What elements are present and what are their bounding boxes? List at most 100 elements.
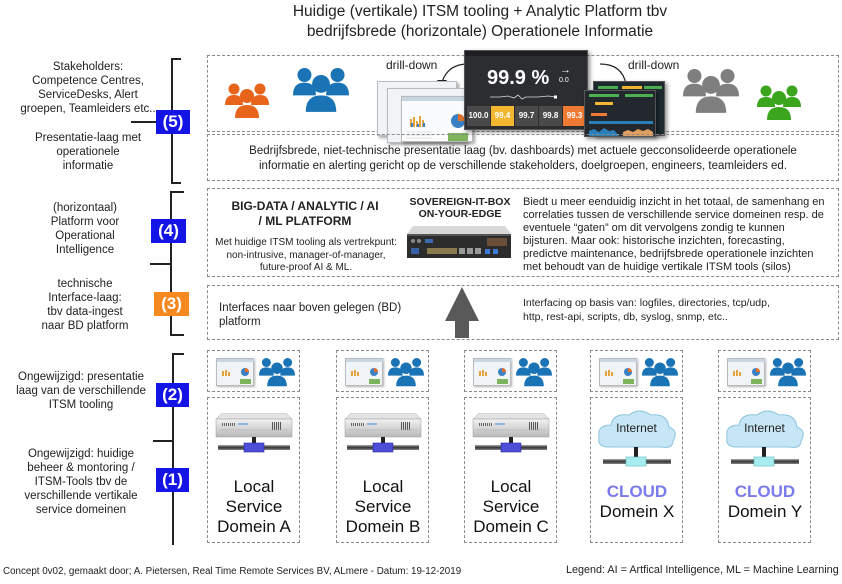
drilldown-dashboard-front [584,90,656,137]
text-line: met behoudt van de huidige vertikale ITS… [523,261,791,273]
layer1-badge: (1) [156,468,189,492]
text-line: / ML PLATFORM [258,214,352,228]
presentation-tooling-box [207,350,300,392]
text-line: non-intrusive, manager-of-manager, [226,249,386,261]
platform-benefits: Biedt u meer eenduidig inzicht in het to… [523,196,839,274]
layer5-stakeholders-label: Stakeholders: Competence Centres, Servic… [8,60,168,116]
text-line: Intelligence [55,244,115,256]
footer-credits: Concept 0v02, gemaakt door; A. Pietersen… [3,566,462,577]
internet-cloud-icon [598,410,676,467]
text-line: Domein A [217,517,291,536]
text-line: Service [354,497,412,516]
dashboard-header-bar [465,51,587,56]
tooling-dashboard-thumbnail [473,358,512,386]
presentation-tooling-box [464,350,557,392]
text-line: Service [225,497,283,516]
text-line: Platform voor [50,216,120,228]
text-line: service domeinen [35,504,127,516]
text-line: future-proof AI & ML. [259,262,353,273]
bracket-layer5-tick [131,121,171,123]
layer1-label: Ongewijzigd: huidige beheer & montoring … [2,447,160,517]
dashboard-tile: 99.4 [491,106,514,126]
text-line: Interface-laag: [48,292,122,304]
text-line: naar BD platform [41,320,129,332]
text-line: informatie [62,160,114,172]
user-group-icon [388,358,424,387]
text-line: http, rest-api, scripts, db, syslog, snm… [523,311,728,323]
text-line: Domein Y [727,502,803,521]
text-line: Ongewijzigd: huidige [27,448,135,460]
cloud-label-internet: Internet [616,421,657,435]
user-group-icon [516,358,552,387]
user-group-icon-blue [293,68,349,112]
layer5-description-panel [207,134,839,181]
interfacing-protocols: Interfacing op basis van: logfiles, dire… [523,296,833,324]
text-line: laag van de verschillende [16,385,146,397]
internet-cloud-icon [726,410,804,467]
server-network-icon [472,413,550,453]
diagram-title: Huidige (vertikale) ITSM tooling + Analy… [230,2,730,42]
text-line: tbv data-ingest [47,306,123,318]
layer2-badge: (2) [156,383,189,407]
text-line: Met huidige ITSM tooling als vertrekpunt… [215,237,397,248]
main-dashboard-screenshot: 99.9 % → 0.0 100.0 99.4 99.7 99.8 99.3 [464,50,588,130]
text-line: Local [233,477,275,496]
layer3-label: technische Interface-laag: tbv data-inge… [10,277,160,333]
text-line: BIG-DATA / ANALYTIC / AI [231,199,379,213]
text-line: eventuele “gaten” om dit vervolgens zond… [523,222,785,234]
layer3-badge: (3) [154,292,189,316]
text-line: correlaties tussen de verschillende serv… [523,209,824,221]
server-network-icon [344,413,422,453]
text-line: Biedt u meer eenduidig inzicht in het to… [523,196,825,208]
tooling-dashboard-thumbnail [599,358,638,386]
drill-down-label-right: drill-down [628,58,680,72]
text-line: platform [219,316,261,328]
platform-description: Met huidige ITSM tooling als vertrekpunt… [214,237,398,275]
text-line: verschillende vertikale [24,490,138,502]
server-network-icon [215,413,293,453]
dashboard-charts-thumbnail [402,97,474,141]
bracket-layer4-3-tick [150,263,170,265]
text-line: groepen, Teamleiders etc.. [20,103,156,115]
layer5-description: Bedrijfsbrede, niet-technische presentat… [210,144,836,174]
layer2-label: Ongewijzigd: presentatie laag van de ver… [2,370,160,412]
edge-appliance-image [407,226,511,258]
presentation-tooling-box [718,350,811,392]
layer4-platform-panel [207,188,839,277]
dashboard-tile: 99.8 [539,106,562,126]
text-line: ITSM tooling [48,399,114,411]
user-group-icon-gray [683,69,739,113]
bracket-layer2-top [172,353,184,355]
footer-legend: Legend: AI = Artfical Intelligence, ML =… [566,564,839,576]
text-line: beheer & montoring / [27,462,135,474]
text-line: Domein C [473,517,549,536]
dashboard-tile: 99.7 [515,106,538,126]
text-line: SOVEREIGN-IT-BOX [409,196,511,208]
text-line: Local [490,477,532,496]
bracket-layer2-1 [172,353,174,545]
trend-arrow-icon: → [560,64,571,76]
text-line: Interfaces naar boven gelegen (BD) [219,302,402,314]
interface-description: Interfaces naar boven gelegen (BD) platf… [219,301,419,329]
presentation-tooling-box [336,350,429,392]
platform-title: BIG-DATA / ANALYTIC / AI / ML PLATFORM [220,199,390,229]
text-line: bijsturen. Maar ook: historische inzicht… [523,235,785,247]
layer3-interface-panel [207,285,839,340]
text-line: Service [482,497,540,516]
bracket-layer3-bottom [170,334,184,336]
presentation-tooling-box [590,350,683,392]
text-line: operationele [56,146,120,158]
dashboard-sparkline [490,94,557,100]
layer5-badge: (5) [156,110,190,134]
text-line: ServiceDesks, Alert [38,89,138,101]
text-line: informatie en alerting gericht op de ver… [258,160,788,172]
text-line: Stakeholders: [52,61,124,73]
text-line: Operational [55,230,115,242]
bracket-layer2-1-tick [153,440,172,442]
cloud-badge: CLOUD [734,482,796,501]
cloud-badge: CLOUD [606,482,668,501]
upward-arrow-icon [445,287,479,338]
